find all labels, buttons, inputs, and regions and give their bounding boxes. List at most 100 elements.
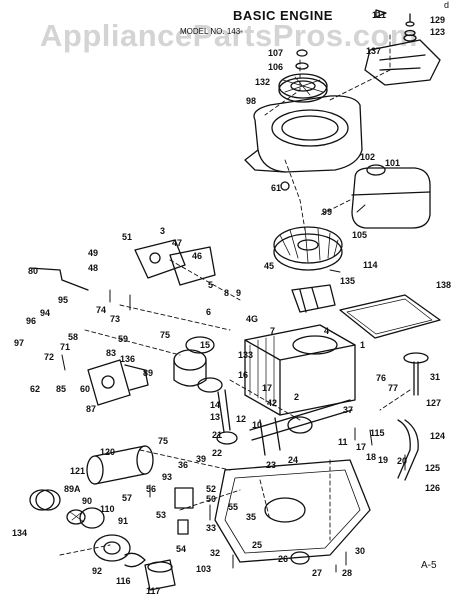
callout-89A: 89A	[64, 484, 81, 494]
callout-60: 60	[80, 384, 91, 394]
fasteners-129-123	[404, 13, 416, 37]
callout-76: 76	[376, 373, 387, 383]
callout-17: 17	[262, 383, 273, 393]
flywheel	[273, 226, 343, 271]
part-53	[174, 487, 194, 509]
callout-136: 136	[120, 354, 136, 364]
callout-87: 87	[86, 404, 97, 414]
callout-90: 90	[82, 496, 93, 506]
callout-115: 115	[370, 428, 385, 438]
callout-5: 5	[208, 280, 214, 290]
callout-125: 125	[425, 463, 441, 473]
callout-132: 132	[255, 77, 271, 87]
callout-35: 35	[246, 512, 257, 522]
callout-45: 45	[264, 261, 275, 271]
callout-50: 50	[206, 494, 217, 504]
callout-3: 3	[160, 226, 166, 236]
callout-16: 16	[238, 370, 249, 380]
seal-26	[290, 551, 310, 565]
callout-25: 25	[252, 540, 263, 550]
callout-89: 89	[143, 368, 154, 378]
callout-83: 83	[106, 348, 117, 358]
throttle-rod	[29, 267, 89, 291]
callout-95: 95	[58, 295, 69, 305]
callout-85: 85	[56, 384, 67, 394]
carburetor-body	[87, 359, 149, 406]
callout-80: 80	[28, 266, 39, 276]
callout-36: 36	[178, 460, 189, 470]
cylinder-block	[244, 324, 356, 416]
callout-72: 72	[44, 352, 55, 362]
callout-137: 137	[366, 46, 382, 56]
callout-19: 19	[378, 455, 389, 465]
callout-51: 51	[122, 232, 133, 242]
callout-75: 75	[160, 330, 171, 340]
callout-124: 124	[430, 431, 446, 441]
callout-21: 21	[212, 430, 223, 440]
callout-17-lower: 17	[356, 442, 367, 452]
callout-11: 11	[338, 437, 348, 447]
callout-138: 138	[436, 280, 452, 290]
callout-53: 53	[156, 510, 167, 520]
callout-24: 24	[288, 455, 299, 465]
callout-103: 103	[196, 564, 212, 574]
callout-101: 101	[385, 158, 401, 168]
callout-58: 58	[68, 332, 79, 342]
callout-12: 12	[236, 414, 247, 424]
callout-57: 57	[122, 493, 133, 503]
callout-49: 49	[88, 248, 99, 258]
callout-77: 77	[388, 383, 399, 393]
callout-9: 9	[236, 288, 242, 298]
callout-37: 37	[343, 405, 354, 415]
callout-39: 39	[196, 454, 207, 464]
piston-assembly	[173, 336, 223, 393]
part-61	[280, 181, 290, 191]
part-54	[177, 519, 189, 535]
callout-75-lower: 75	[158, 436, 169, 446]
callout-56: 56	[146, 484, 157, 494]
callout-135: 135	[340, 276, 356, 286]
oil-fill-tube	[397, 352, 429, 481]
callout-20: 20	[397, 456, 408, 466]
callout-121: 121	[70, 466, 86, 476]
corner-mark: d	[444, 0, 450, 10]
callout-4: 4	[324, 326, 330, 336]
callout-4G: 4G	[246, 314, 259, 324]
callout-47: 47	[172, 238, 183, 248]
callout-99: 99	[322, 207, 333, 217]
callout-127: 127	[426, 398, 442, 408]
callout-126: 126	[425, 483, 441, 493]
callout-61: 61	[271, 183, 282, 193]
callout-129: 129	[430, 15, 446, 25]
air-filter-pad	[339, 294, 441, 339]
callout-123: 123	[430, 27, 446, 37]
callout-46: 46	[192, 251, 203, 261]
callout-48: 48	[88, 263, 99, 273]
callout-13: 13	[210, 412, 221, 422]
callout-62: 62	[30, 384, 41, 394]
callout-10: 10	[252, 420, 263, 430]
rotating-screen	[278, 73, 328, 103]
callout-30: 30	[355, 546, 366, 556]
callout-97: 97	[14, 338, 25, 348]
sump-base	[214, 459, 371, 563]
callout-71: 71	[60, 342, 71, 352]
callout-31: 31	[430, 372, 441, 382]
page-code: A-5	[421, 560, 437, 571]
tank-bracket	[364, 34, 441, 86]
callout-96: 96	[26, 316, 37, 326]
callout-32: 32	[210, 548, 221, 558]
crankshaft	[249, 399, 353, 456]
callout-22: 22	[212, 448, 223, 458]
callout-94: 94	[40, 308, 51, 318]
callout-107: 107	[268, 48, 284, 58]
fuel-tank	[351, 164, 431, 229]
callout-120: 120	[100, 447, 116, 457]
callout-7: 7	[270, 326, 276, 336]
callout-26: 26	[278, 554, 289, 564]
callout-1: 1	[360, 340, 366, 350]
callout-54: 54	[176, 544, 187, 554]
carburetor-cover	[134, 239, 216, 286]
